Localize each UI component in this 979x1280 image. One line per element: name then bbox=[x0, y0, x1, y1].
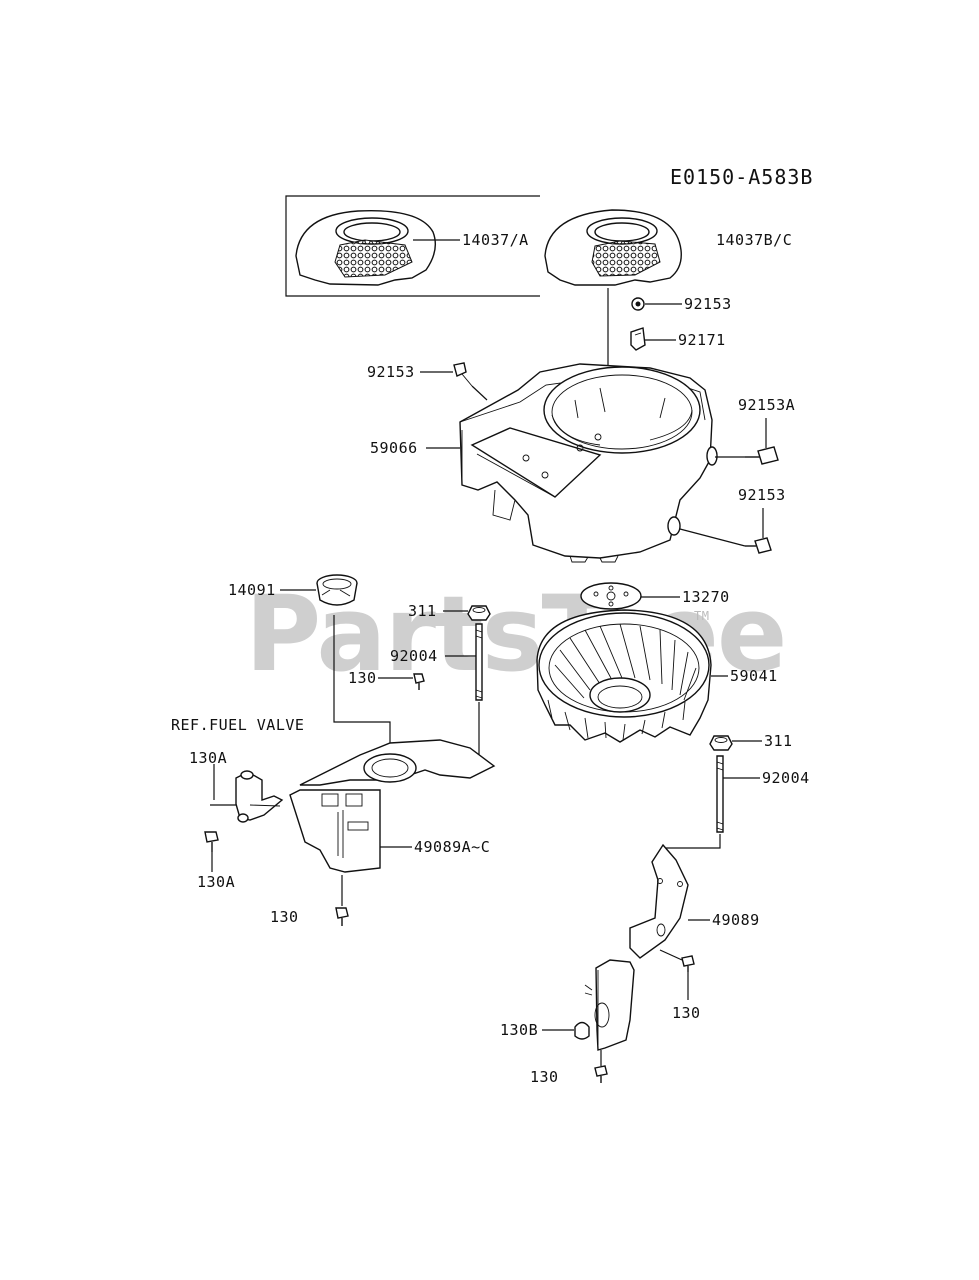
label-130-bottom: 130 bbox=[530, 1068, 559, 1086]
label-14037a: 14037/A bbox=[462, 231, 529, 249]
label-59041: 59041 bbox=[730, 667, 778, 685]
diagram-code: E0150-A583B bbox=[670, 165, 813, 189]
label-92004-left: 92004 bbox=[390, 647, 438, 665]
label-130b: 130B bbox=[500, 1021, 538, 1039]
fuel-valve-bracket[interactable] bbox=[235, 770, 284, 823]
label-92171: 92171 bbox=[678, 331, 726, 349]
label-14091: 14091 bbox=[228, 581, 276, 599]
label-49089: 49089 bbox=[712, 911, 760, 929]
clip-92171[interactable] bbox=[630, 327, 646, 351]
label-130-left: 130 bbox=[270, 908, 299, 926]
bolt-130a-bottom[interactable] bbox=[204, 831, 219, 852]
stud-92004-left[interactable] bbox=[475, 623, 483, 701]
label-311-left: 311 bbox=[408, 602, 437, 620]
bolt-130-right[interactable] bbox=[681, 955, 695, 972]
bolt-130-bottom[interactable] bbox=[594, 1065, 608, 1083]
baffle-49089ac[interactable] bbox=[289, 739, 496, 873]
label-14037bc: 14037B/C bbox=[716, 231, 792, 249]
label-92153a: 92153A bbox=[738, 396, 795, 414]
nut-311-right[interactable] bbox=[709, 735, 733, 751]
watermark-tm: TM bbox=[694, 609, 709, 623]
fan-shroud-59066[interactable] bbox=[459, 363, 718, 563]
cooling-fan-59041[interactable] bbox=[536, 609, 712, 743]
label-13270: 13270 bbox=[682, 588, 730, 606]
inset-box bbox=[285, 195, 540, 297]
label-130a-top: 130A bbox=[189, 749, 227, 767]
stud-92004-right[interactable] bbox=[716, 755, 724, 833]
screen-14037a[interactable] bbox=[295, 209, 436, 286]
label-49089ac: 49089A~C bbox=[414, 838, 490, 856]
bolt-92153a[interactable] bbox=[745, 446, 779, 465]
bolt-130b[interactable] bbox=[574, 1021, 590, 1040]
label-92004-right: 92004 bbox=[762, 769, 810, 787]
bolt-130-left[interactable] bbox=[335, 907, 349, 926]
label-130-mid: 130 bbox=[348, 669, 377, 687]
collar-14091[interactable] bbox=[316, 574, 358, 606]
label-92153-right: 92153 bbox=[738, 486, 786, 504]
label-92153-left: 92153 bbox=[367, 363, 415, 381]
nut-311-left[interactable] bbox=[467, 605, 491, 621]
label-130a-bottom: 130A bbox=[197, 873, 235, 891]
bolt-92153-left[interactable] bbox=[453, 362, 473, 387]
bolt-92153-top[interactable] bbox=[631, 297, 645, 311]
label-130-right: 130 bbox=[672, 1004, 701, 1022]
bolt-130-mid[interactable] bbox=[413, 673, 425, 690]
baffle-49089[interactable] bbox=[584, 843, 689, 1051]
plate-13270[interactable] bbox=[580, 582, 642, 610]
label-92153-top: 92153 bbox=[684, 295, 732, 313]
ref-fuel-valve-note: REF.FUEL VALVE bbox=[171, 716, 304, 734]
screen-14037bc[interactable] bbox=[544, 209, 682, 286]
bolt-92153-right[interactable] bbox=[745, 537, 772, 554]
label-59066: 59066 bbox=[370, 439, 418, 457]
label-311-right: 311 bbox=[764, 732, 793, 750]
